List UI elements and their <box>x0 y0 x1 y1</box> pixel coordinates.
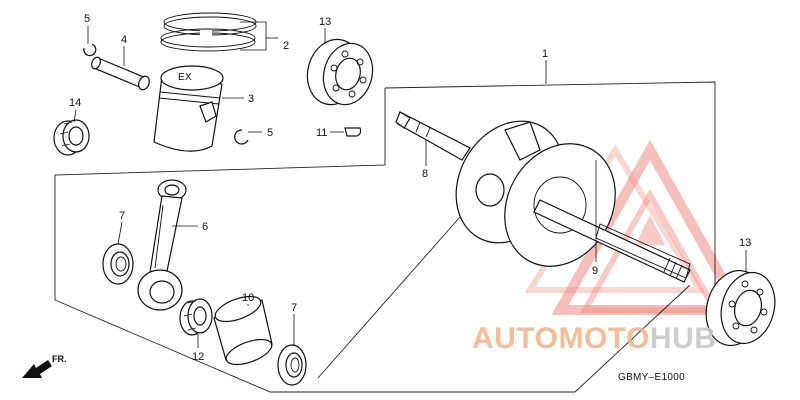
oil-seal-left <box>102 243 134 285</box>
crankshaft <box>395 111 691 283</box>
front-arrow-icon <box>22 360 52 378</box>
crank-bearing-right <box>705 269 776 347</box>
leader-lines <box>73 21 747 348</box>
callout-8: 8 <box>422 168 428 180</box>
watermark-text-main: AUTOMOTO <box>472 322 650 355</box>
svg-text:EX: EX <box>178 72 192 83</box>
crank-pin <box>213 295 273 366</box>
connecting-rod <box>137 179 187 311</box>
callout-13-right: 13 <box>739 237 751 249</box>
callout-3: 3 <box>248 93 254 105</box>
needle-bearing-big <box>179 298 213 336</box>
front-marker: FR. <box>52 354 67 364</box>
callout-10: 10 <box>242 292 254 304</box>
crank-bearing-top <box>306 38 374 106</box>
callout-7-left: 7 <box>119 210 125 222</box>
assembly-frame <box>54 81 716 393</box>
piston-pin-clip-right <box>234 129 249 145</box>
piston-rings <box>160 12 257 52</box>
callout-7-right: 7 <box>291 302 297 314</box>
callout-12: 12 <box>192 351 204 363</box>
piston-pin <box>91 56 150 91</box>
callout-6: 6 <box>202 221 208 233</box>
callout-5-right: 5 <box>267 127 273 139</box>
watermark-text-end: HUB <box>650 322 717 355</box>
callout-13-top: 13 <box>319 16 331 28</box>
needle-bearing-small <box>53 119 90 156</box>
callout-4: 4 <box>121 34 127 46</box>
piston-pin-clip-top <box>83 43 97 57</box>
woodruff-key <box>344 127 362 137</box>
callout-9: 9 <box>592 265 598 277</box>
callout-5-top: 5 <box>84 13 90 25</box>
oil-seal-right <box>277 344 307 386</box>
callout-1: 1 <box>542 48 548 60</box>
callout-14: 14 <box>69 97 81 109</box>
piston: EX <box>153 65 224 152</box>
diagram-code: GBMY–E1000 <box>618 372 685 383</box>
callout-2: 2 <box>283 40 289 52</box>
callout-11: 11 <box>316 127 327 139</box>
svg-text:AUTOMOTOHUB: AUTOMOTOHUB <box>472 322 716 355</box>
